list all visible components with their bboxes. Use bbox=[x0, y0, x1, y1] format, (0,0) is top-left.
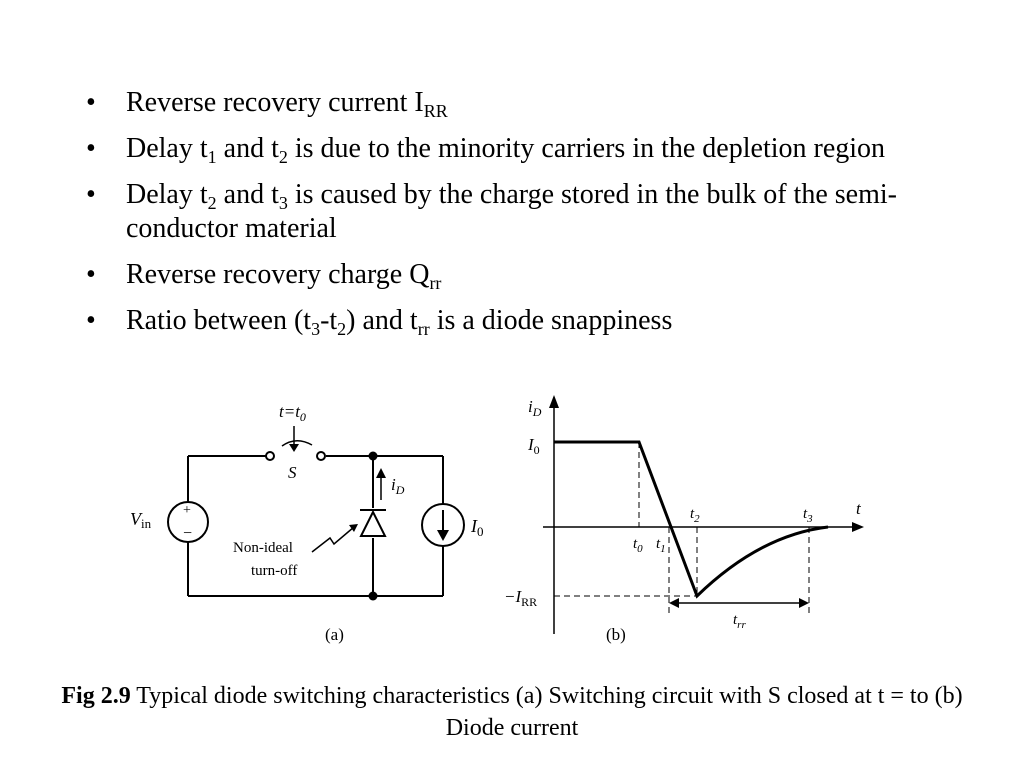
svg-text:−: − bbox=[183, 525, 192, 542]
bullet-item: • Ratio between (t3-t2) and trr is a diod… bbox=[86, 304, 966, 338]
bullet-text: is caused by the charge stored in the bu… bbox=[126, 179, 897, 244]
i0-label: I0 bbox=[527, 435, 540, 457]
t2-label: t2 bbox=[690, 506, 700, 525]
y-axis-label: iD bbox=[528, 397, 542, 419]
diode bbox=[359, 509, 387, 537]
switching-circuit bbox=[187, 455, 444, 597]
x-axis-label: t bbox=[856, 499, 862, 518]
diode-current-arrow bbox=[376, 468, 386, 500]
bullet-dot: • bbox=[86, 87, 96, 118]
switch-time-label: t=t0 bbox=[279, 402, 306, 424]
switch-S bbox=[265, 426, 326, 461]
figure-caption: Fig 2.9 Typical diode switching characte… bbox=[60, 680, 964, 744]
switch-label: S bbox=[288, 463, 297, 482]
bullet-subscript: 2 bbox=[207, 193, 217, 213]
bullet-dot: • bbox=[86, 305, 96, 336]
bullet-subscript: rr bbox=[417, 319, 430, 339]
bullet-text: and t bbox=[216, 179, 279, 210]
bullet-subscript: 2 bbox=[337, 319, 347, 339]
bullet-text: Delay t bbox=[126, 133, 208, 164]
bullet-text: Reverse recovery current I bbox=[126, 87, 424, 118]
current-trace bbox=[554, 440, 829, 599]
irr-label: −IRR bbox=[504, 587, 537, 609]
figure-svg: t=t0 S + − Vin iD bbox=[130, 395, 864, 644]
bullet-dot: • bbox=[86, 179, 96, 210]
bullet-item: • Reverse recovery current IRR bbox=[86, 86, 966, 120]
caption-number: Fig 2.9 bbox=[61, 683, 131, 709]
panel-label-a: (a) bbox=[325, 625, 344, 644]
bullet-dot: • bbox=[86, 133, 96, 164]
bullet-subscript: 3 bbox=[311, 319, 321, 339]
diode-current-label: iD bbox=[391, 475, 405, 497]
bullet-text: and t bbox=[216, 133, 279, 164]
panel-label-b: (b) bbox=[606, 625, 626, 644]
note-pointer bbox=[311, 526, 355, 553]
trr-label: trr bbox=[733, 612, 746, 631]
bullet-item: • Delay t2 and t3 is caused by the charge… bbox=[86, 178, 966, 246]
voltage-source: + − bbox=[167, 501, 209, 543]
diode-current-waveform bbox=[543, 395, 864, 634]
t1-label: t1 bbox=[656, 536, 666, 555]
bullet-item: • Reverse recovery charge Qrr bbox=[86, 258, 966, 292]
bullet-text: Ratio between (t bbox=[126, 305, 312, 336]
bullet-subscript: 2 bbox=[278, 147, 288, 167]
bullet-subscript: RR bbox=[423, 101, 448, 121]
bullet-text: ) and t bbox=[346, 305, 418, 336]
current-source bbox=[421, 503, 465, 547]
bullet-text: Reverse recovery charge Q bbox=[126, 259, 430, 290]
bullet-item: • Delay t1 and t2 is due to the minority … bbox=[86, 132, 966, 166]
source-label: I0 bbox=[470, 516, 484, 539]
vin-label: Vin bbox=[130, 509, 152, 531]
bullet-text: Delay t bbox=[126, 179, 208, 210]
bullet-text: is due to the minority carriers in the d… bbox=[287, 133, 886, 164]
bullet-subscript: 1 bbox=[207, 147, 217, 167]
t3-label: t3 bbox=[803, 506, 813, 525]
bullet-text: -t bbox=[320, 305, 338, 336]
node-bottom bbox=[368, 591, 378, 601]
figure-2-9: t=t0 S + − Vin iD bbox=[0, 390, 1024, 660]
bullet-dot: • bbox=[86, 259, 96, 290]
note-line2: turn-off bbox=[251, 563, 297, 579]
svg-text:+: + bbox=[183, 503, 191, 518]
bullet-subscript: 3 bbox=[278, 193, 288, 213]
caption-text: Typical diode switching characteristics … bbox=[130, 683, 963, 741]
bullet-list: •Reverse recovery current IRR•Delay t1 a… bbox=[86, 86, 966, 350]
note-line1: Non-ideal bbox=[233, 540, 293, 556]
bullet-text: is a diode snappiness bbox=[429, 305, 673, 336]
node-top bbox=[368, 451, 378, 461]
t0-label: t0 bbox=[633, 536, 643, 555]
bullet-subscript: rr bbox=[429, 273, 442, 293]
